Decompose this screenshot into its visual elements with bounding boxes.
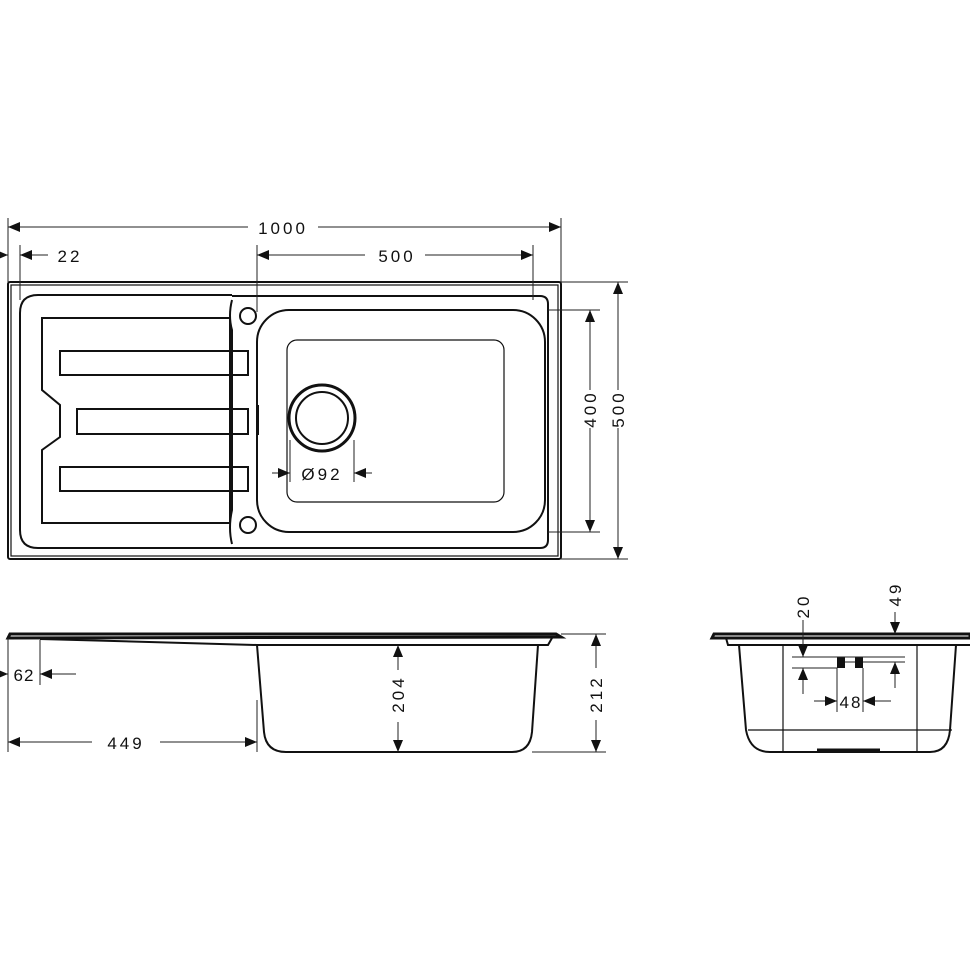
dim-overflow-height: 20 <box>794 594 813 619</box>
drainer-rib <box>59 350 249 376</box>
dim-bowl-inner-depth: 204 <box>389 675 408 712</box>
dim-rim-offset: 49 <box>886 582 905 607</box>
dim-bowl-depth: 400 <box>581 390 600 427</box>
side-view: 62 449 204 212 <box>0 632 606 753</box>
drainer-rib <box>76 408 249 435</box>
tap-hole <box>239 516 257 534</box>
dim-bowl-width: 500 <box>378 247 415 266</box>
end-bowl-profile <box>738 644 957 753</box>
top-view: 1000 22 500 400 500 Ø92 <box>0 218 628 560</box>
bowl-bottom <box>286 339 505 503</box>
end-rim-underside <box>725 637 970 646</box>
dim-overall-width: 1000 <box>258 219 308 238</box>
overflow-slot <box>855 657 863 668</box>
drainer-bowl-divider <box>229 299 233 545</box>
overflow-slot <box>837 657 845 668</box>
end-view: 20 49 48 <box>709 582 970 753</box>
dim-offset-left: 22 <box>58 247 83 266</box>
dim-drainer-offset: 62 <box>14 666 35 685</box>
drain-outer <box>287 383 357 453</box>
dim-overall-depth: 500 <box>609 390 628 427</box>
bowl-outline <box>256 309 546 533</box>
rim-inner-line <box>232 295 549 549</box>
tap-hole <box>239 307 257 325</box>
drainer-inner-area <box>41 317 231 524</box>
drainer-outline <box>19 294 232 549</box>
bowl-profile <box>256 644 539 753</box>
rim-profile <box>5 632 567 640</box>
drain-inner <box>295 391 349 445</box>
dim-drain-diameter: Ø92 <box>301 465 342 484</box>
dim-total-height: 212 <box>587 675 606 712</box>
drainer-rib <box>59 466 249 492</box>
dim-overflow-width: 48 <box>840 693 863 712</box>
dim-bowl-start: 449 <box>107 734 144 753</box>
sink-outer-edge-inner-line <box>10 284 559 557</box>
end-rim-profile <box>709 632 970 640</box>
sink-outer-edge <box>7 281 562 560</box>
